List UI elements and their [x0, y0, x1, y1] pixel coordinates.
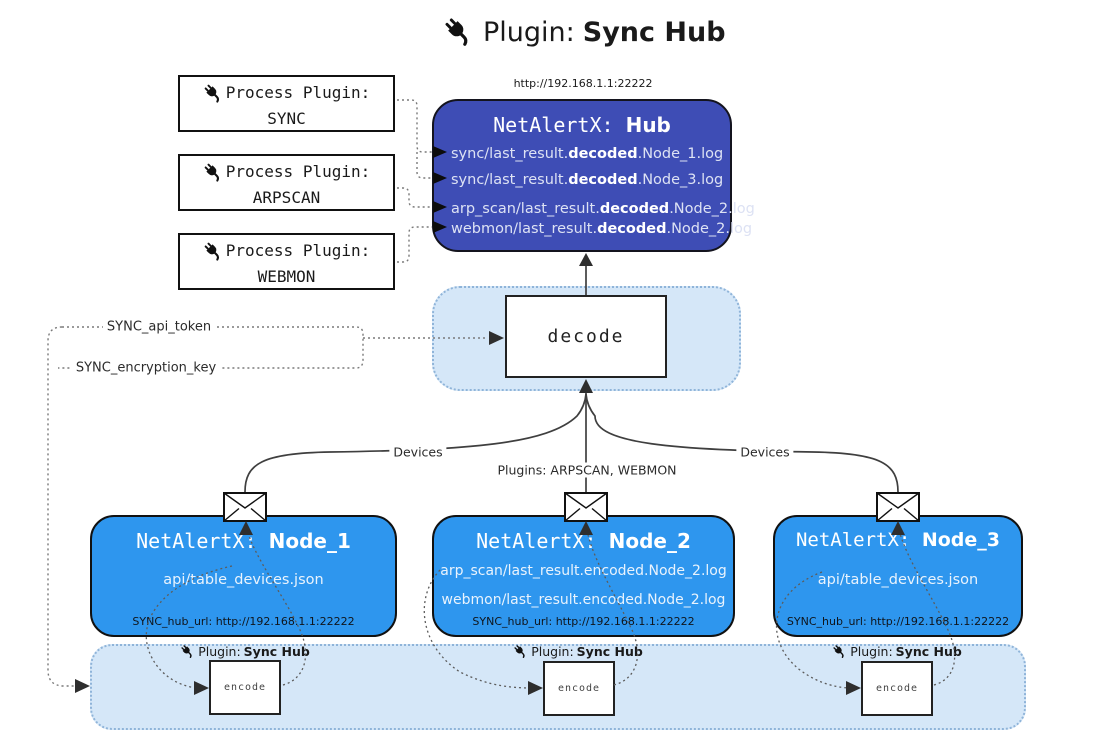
process-plugin-name: ARPSCAN [252, 188, 321, 207]
hub-file-row: arp_scan/last_result.decoded.Node_2.log [451, 201, 755, 217]
envelope-icon [564, 492, 608, 522]
hub-title: NetAlertX: Hub [434, 113, 730, 137]
node-box-node2: NetAlertX: Node_2 arp_scan/last_result.e… [432, 515, 735, 637]
plug-icon [443, 16, 475, 48]
envelope-icon [876, 492, 920, 522]
process-plugin-box-arpscan: Process Plugin: ARPSCAN [178, 154, 395, 211]
sync-encryption-key-label: SYNC_encryption_key [71, 360, 221, 376]
plug-icon [202, 240, 224, 262]
hub-file-row: sync/last_result.decoded.Node_3.log [451, 172, 724, 188]
node-title: NetAlertX: Node_2 [476, 529, 691, 553]
plug-icon [202, 82, 224, 104]
plugins-label-center: Plugins: ARPSCAN, WEBMON [493, 462, 681, 478]
decode-box: decode [505, 295, 667, 378]
band-plugin-label: Plugin: Sync Hub [513, 644, 643, 659]
page-title-prefix: Plugin: [483, 16, 575, 48]
node-box-node3: NetAlertX: Node_3 api/table_devices.json… [773, 515, 1023, 637]
band-plugin-label: Plugin: Sync Hub [832, 644, 962, 659]
encode-box: encode [543, 661, 615, 716]
node-title: NetAlertX: Node_1 [136, 529, 351, 553]
band-plugin-label: Plugin: Sync Hub [180, 644, 310, 659]
process-plugin-label: Process Plugin: [225, 162, 371, 181]
process-plugin-box-sync: Process Plugin: SYNC [178, 75, 395, 132]
devices-label-right: Devices [736, 444, 794, 460]
node-file: arp_scan/last_result.encoded.Node_2.log [440, 563, 727, 579]
encode-box: encode [209, 660, 281, 715]
process-plugin-name: SYNC [267, 109, 306, 128]
process-plugin-box-webmon: Process Plugin: WEBMON [178, 233, 395, 290]
devices-label-left: Devices [389, 444, 447, 460]
encode-box: encode [861, 661, 933, 716]
hub-box: NetAlertX: Hub sync/last_result.decoded.… [432, 99, 755, 252]
plug-icon [513, 644, 528, 659]
hub-title-prefix: NetAlertX: [493, 113, 614, 137]
hub-file-row: webmon/last_result.decoded.Node_2.log [451, 221, 753, 237]
node-hub-url: SYNC_hub_url: http://192.168.1.1:22222 [472, 615, 695, 628]
node-file: api/table_devices.json [817, 572, 979, 588]
node-hub-url: SYNC_hub_url: http://192.168.1.1:22222 [786, 615, 1010, 628]
node-hub-url: SYNC_hub_url: http://192.168.1.1:22222 [132, 615, 355, 628]
hub-file-row: sync/last_result.decoded.Node_1.log [451, 146, 724, 162]
node-file: webmon/last_result.encoded.Node_2.log [441, 592, 726, 608]
plug-icon [202, 161, 224, 183]
hub-title-name: Hub [625, 113, 671, 137]
node-file: api/table_devices.json [163, 572, 324, 588]
page-title-name: Sync Hub [582, 16, 726, 48]
node-title: NetAlertX: Node_3 [795, 529, 1000, 551]
plug-icon [180, 644, 195, 659]
hub-url: http://192.168.1.1:22222 [513, 77, 653, 90]
sync-api-token-label: SYNC_api_token [102, 319, 216, 335]
process-plugin-label: Process Plugin: [225, 83, 371, 102]
envelope-icon [223, 492, 267, 522]
page-title: Plugin: Sync Hub [443, 16, 726, 48]
node-box-node1: NetAlertX: Node_1 api/table_devices.json… [90, 515, 397, 637]
process-plugin-name: WEBMON [257, 267, 316, 286]
plug-icon [832, 644, 847, 659]
process-plugin-label: Process Plugin: [225, 241, 371, 260]
